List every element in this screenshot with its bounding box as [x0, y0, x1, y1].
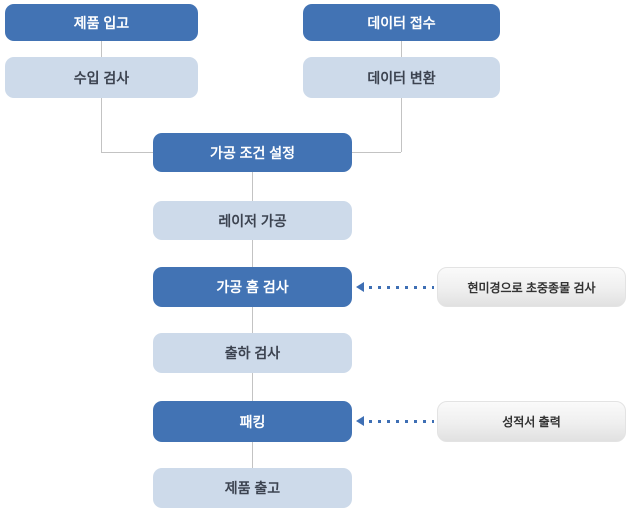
flow-node-groove-inspection: 가공 홈 검사	[153, 267, 352, 307]
flow-node-label: 가공 홈 검사	[216, 279, 289, 295]
flow-node-shipping-inspection: 출하 검사	[153, 333, 352, 373]
dotted-arrow-report	[356, 416, 434, 426]
flow-node-label: 패킹	[239, 413, 266, 430]
flow-node-label: 제품 출고	[224, 480, 281, 496]
annotation-label: 성적서 출력	[502, 415, 561, 429]
flow-node-incoming-inspection: 수입 검사	[5, 57, 198, 98]
connector-line	[252, 442, 253, 468]
connector-line	[252, 240, 253, 267]
flow-node-product-in: 제품 입고	[5, 4, 198, 41]
flow-node-label: 데이터 접수	[367, 14, 436, 31]
flow-node-label: 가공 조건 설정	[209, 144, 296, 161]
connector-line	[252, 373, 253, 401]
flow-node-label: 레이저 가공	[218, 212, 287, 229]
connector-line	[101, 98, 102, 152]
arrowhead-left-icon	[356, 282, 364, 292]
connector-line	[352, 152, 401, 153]
annotation-microscope-inspection: 현미경으로 초중종물 검사	[437, 267, 626, 307]
dotted-line	[369, 419, 434, 423]
flow-node-product-out: 제품 출고	[153, 468, 352, 508]
connector-line	[401, 98, 402, 152]
flow-node-packing: 패킹	[153, 401, 352, 442]
connector-line	[252, 172, 253, 201]
dotted-line	[369, 285, 434, 289]
flow-node-label: 제품 입고	[73, 14, 130, 31]
flow-node-label: 데이터 변환	[367, 69, 436, 86]
annotation-label: 현미경으로 초중종물 검사	[467, 280, 596, 295]
flow-node-laser-processing: 레이저 가공	[153, 201, 352, 240]
flow-node-data-receive: 데이터 접수	[303, 4, 500, 41]
annotation-report-print: 성적서 출력	[437, 401, 626, 442]
arrowhead-left-icon	[356, 416, 364, 426]
flow-node-condition-setting: 가공 조건 설정	[153, 133, 352, 172]
flow-node-label: 출하 검사	[224, 345, 281, 361]
connector-line	[101, 152, 153, 153]
connector-line	[401, 41, 402, 57]
dotted-arrow-microscope	[356, 282, 434, 292]
flow-node-label: 수입 검사	[73, 69, 130, 86]
flow-node-data-convert: 데이터 변환	[303, 57, 500, 98]
connector-line	[101, 41, 102, 57]
connector-line	[252, 307, 253, 333]
